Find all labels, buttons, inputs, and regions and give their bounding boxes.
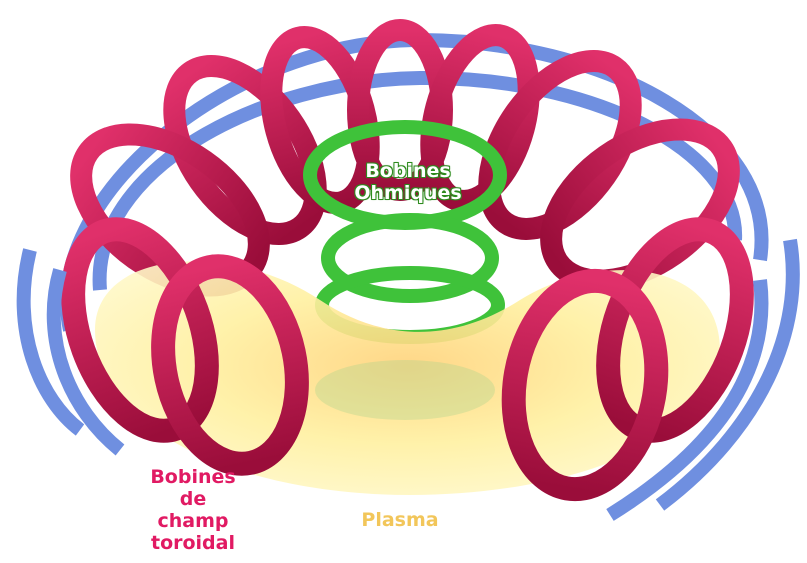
label-line: Bobines	[138, 466, 248, 488]
ohmic-coils	[310, 127, 500, 337]
label-line: Ohmiques	[318, 182, 498, 204]
label-line: de	[138, 488, 248, 510]
plasma-label: Plasma	[335, 509, 465, 531]
label-line: Bobines	[318, 160, 498, 182]
label-line: champ	[138, 510, 248, 532]
plasma-shadow	[315, 360, 495, 420]
ohmic-coils-label: Bobines Ohmiques	[318, 160, 498, 204]
toroidal-coils-label: Bobines de champ toroidal	[138, 466, 248, 554]
label-line: toroidal	[138, 532, 248, 554]
